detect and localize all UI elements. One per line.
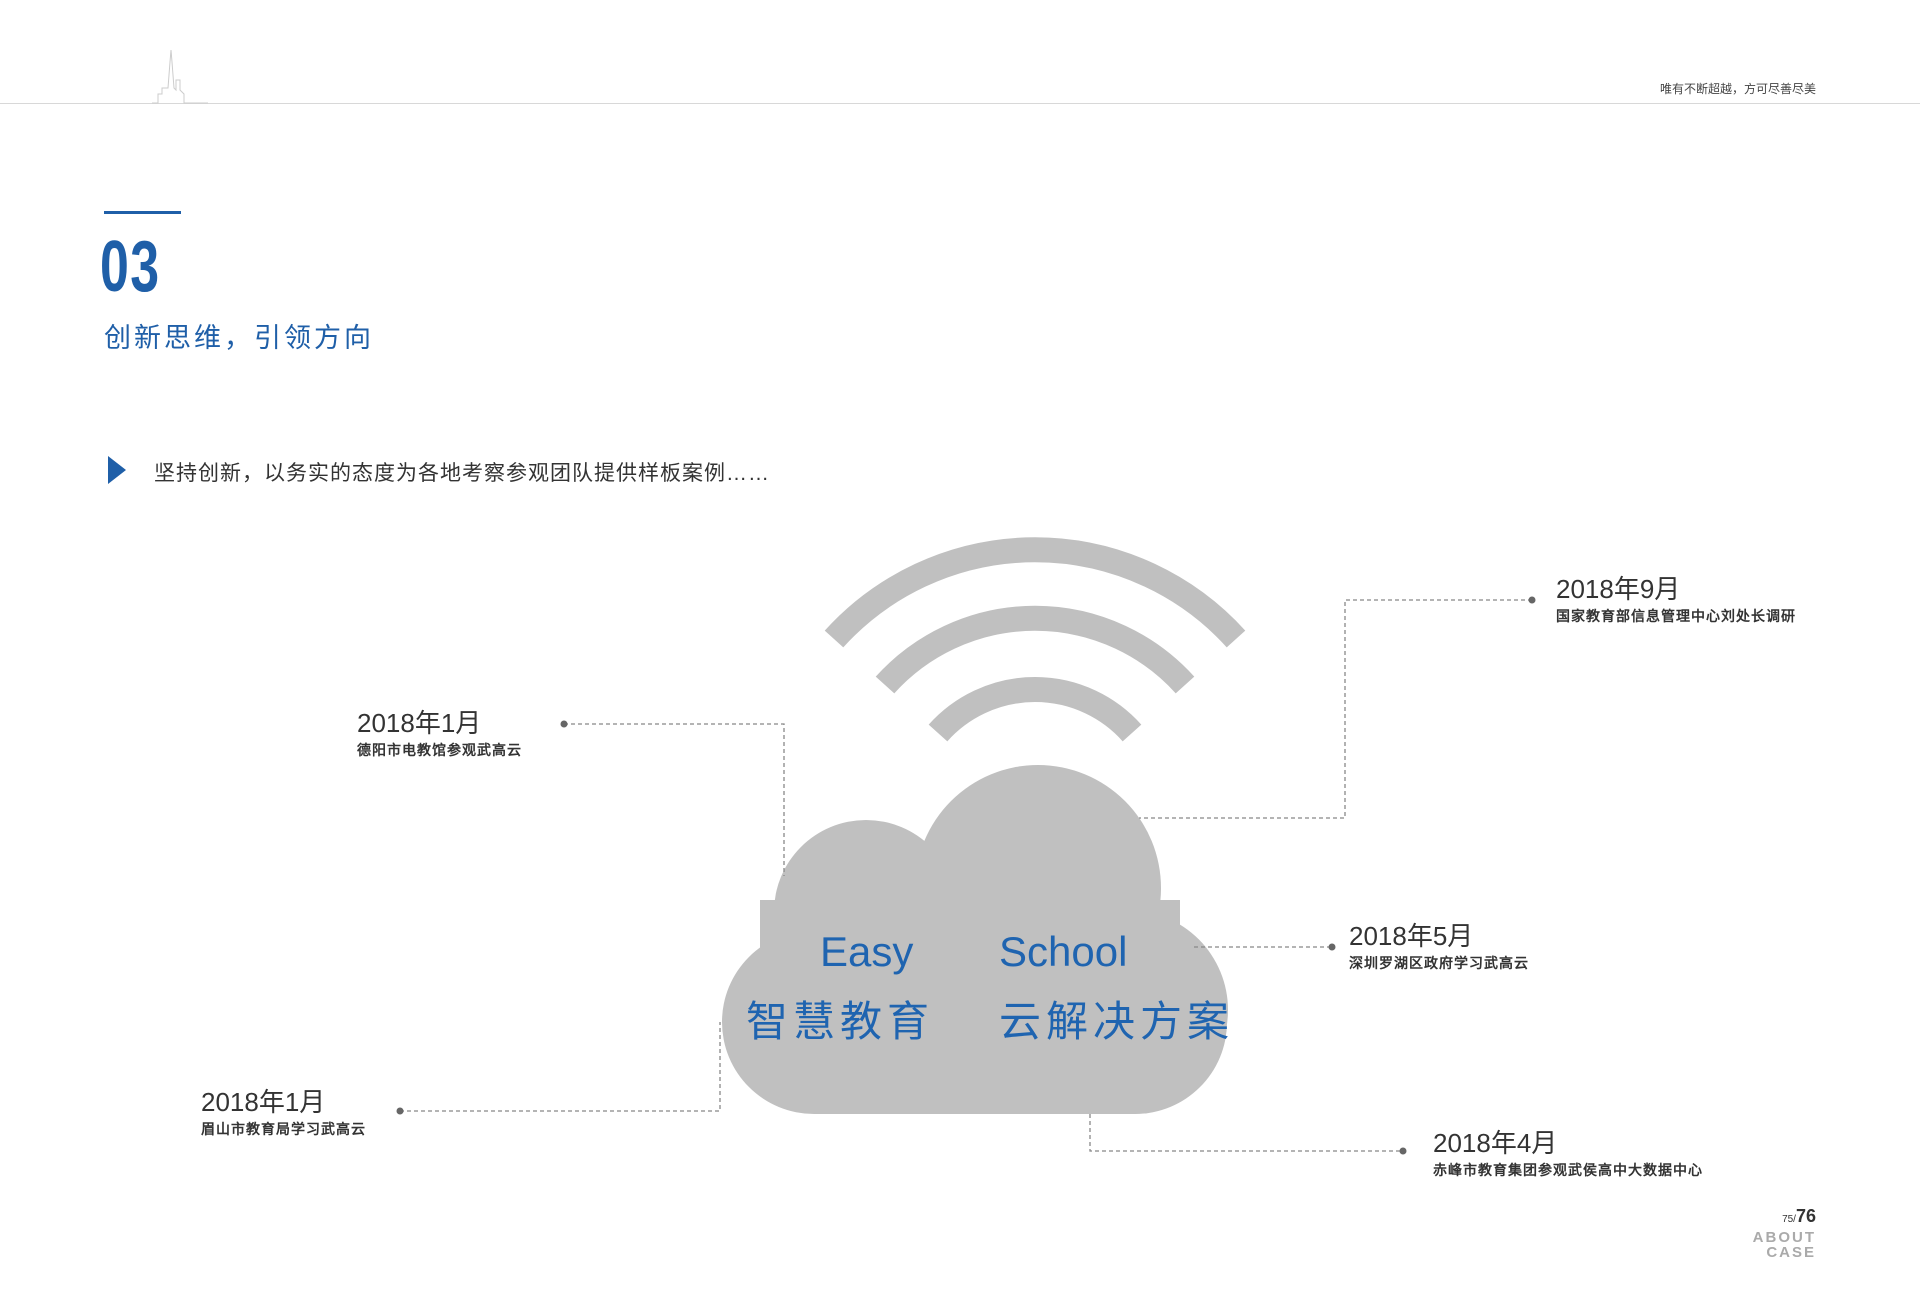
header-divider [0,103,1920,104]
connector-jan-2018-a [564,723,785,876]
connector-sep-2018 [1139,599,1532,819]
cloud-icon [722,765,1228,1114]
event-item: 2018年4月 赤峰市教育集团参观武侯高中大数据中心 [1433,1123,1703,1180]
about-line: ABOUT [1752,1229,1816,1246]
header-motto: 唯有不断超越，方可尽善尽美 [1659,82,1816,96]
skyline-icon [152,50,208,104]
about-case-label: ABOUT CASE [1753,1230,1816,1260]
event-date: 2018年9月 [1556,574,1681,604]
connector-lines [400,599,1532,1152]
connector-jan-2018-b [400,1022,721,1112]
event-item: 2018年1月 眉山市教育局学习武高云 [201,1082,366,1139]
event-item: 2018年1月 德阳市电教馆参观武高云 [357,703,522,760]
event-date: 2018年4月 [1433,1128,1558,1158]
page-number: 75/76 [1782,1206,1816,1227]
event-item: 2018年9月 国家教育部信息管理中心刘处长调研 [1556,569,1796,626]
event-date: 2018年1月 [357,708,482,738]
section-number: 03 [100,227,161,307]
wifi-arc-inner [928,677,1142,742]
section-accent-line [104,211,181,214]
event-desc: 眉山市教育局学习武高云 [201,1121,366,1137]
wifi-arc-outer [824,537,1246,648]
wifi-arc-middle [875,605,1195,694]
triangle-bullet-icon [108,456,126,484]
event-desc: 赤峰市教育集团参观武侯高中大数据中心 [1433,1162,1703,1178]
cloud-text-cloud-solution: 云解决方案 [999,998,1235,1045]
cloud-text-school: School [999,928,1128,975]
event-desc: 国家教育部信息管理中心刘处长调研 [1556,608,1796,624]
event-date: 2018年1月 [201,1087,326,1117]
section-title: 创新思维，引领方向 [104,323,374,353]
connector-apr-2018 [1089,1114,1403,1152]
case-line: CASE [1766,1244,1816,1261]
page-total: 76 [1795,1206,1816,1226]
event-desc: 深圳罗湖区政府学习武高云 [1349,955,1529,971]
page-current: 75/ [1782,1214,1796,1225]
connector-dots [396,596,1536,1155]
cloud-text-smart-education: 智慧教育 [746,998,935,1045]
event-date: 2018年5月 [1349,921,1474,951]
event-desc: 德阳市电教馆参观武高云 [357,742,522,758]
cloud-text-easy: Easy [820,928,914,975]
section-intro: 坚持创新，以务实的态度为各地考察参观团队提供样板案例…… [154,462,770,485]
wifi-icon [824,537,1246,742]
event-item: 2018年5月 深圳罗湖区政府学习武高云 [1349,916,1529,973]
